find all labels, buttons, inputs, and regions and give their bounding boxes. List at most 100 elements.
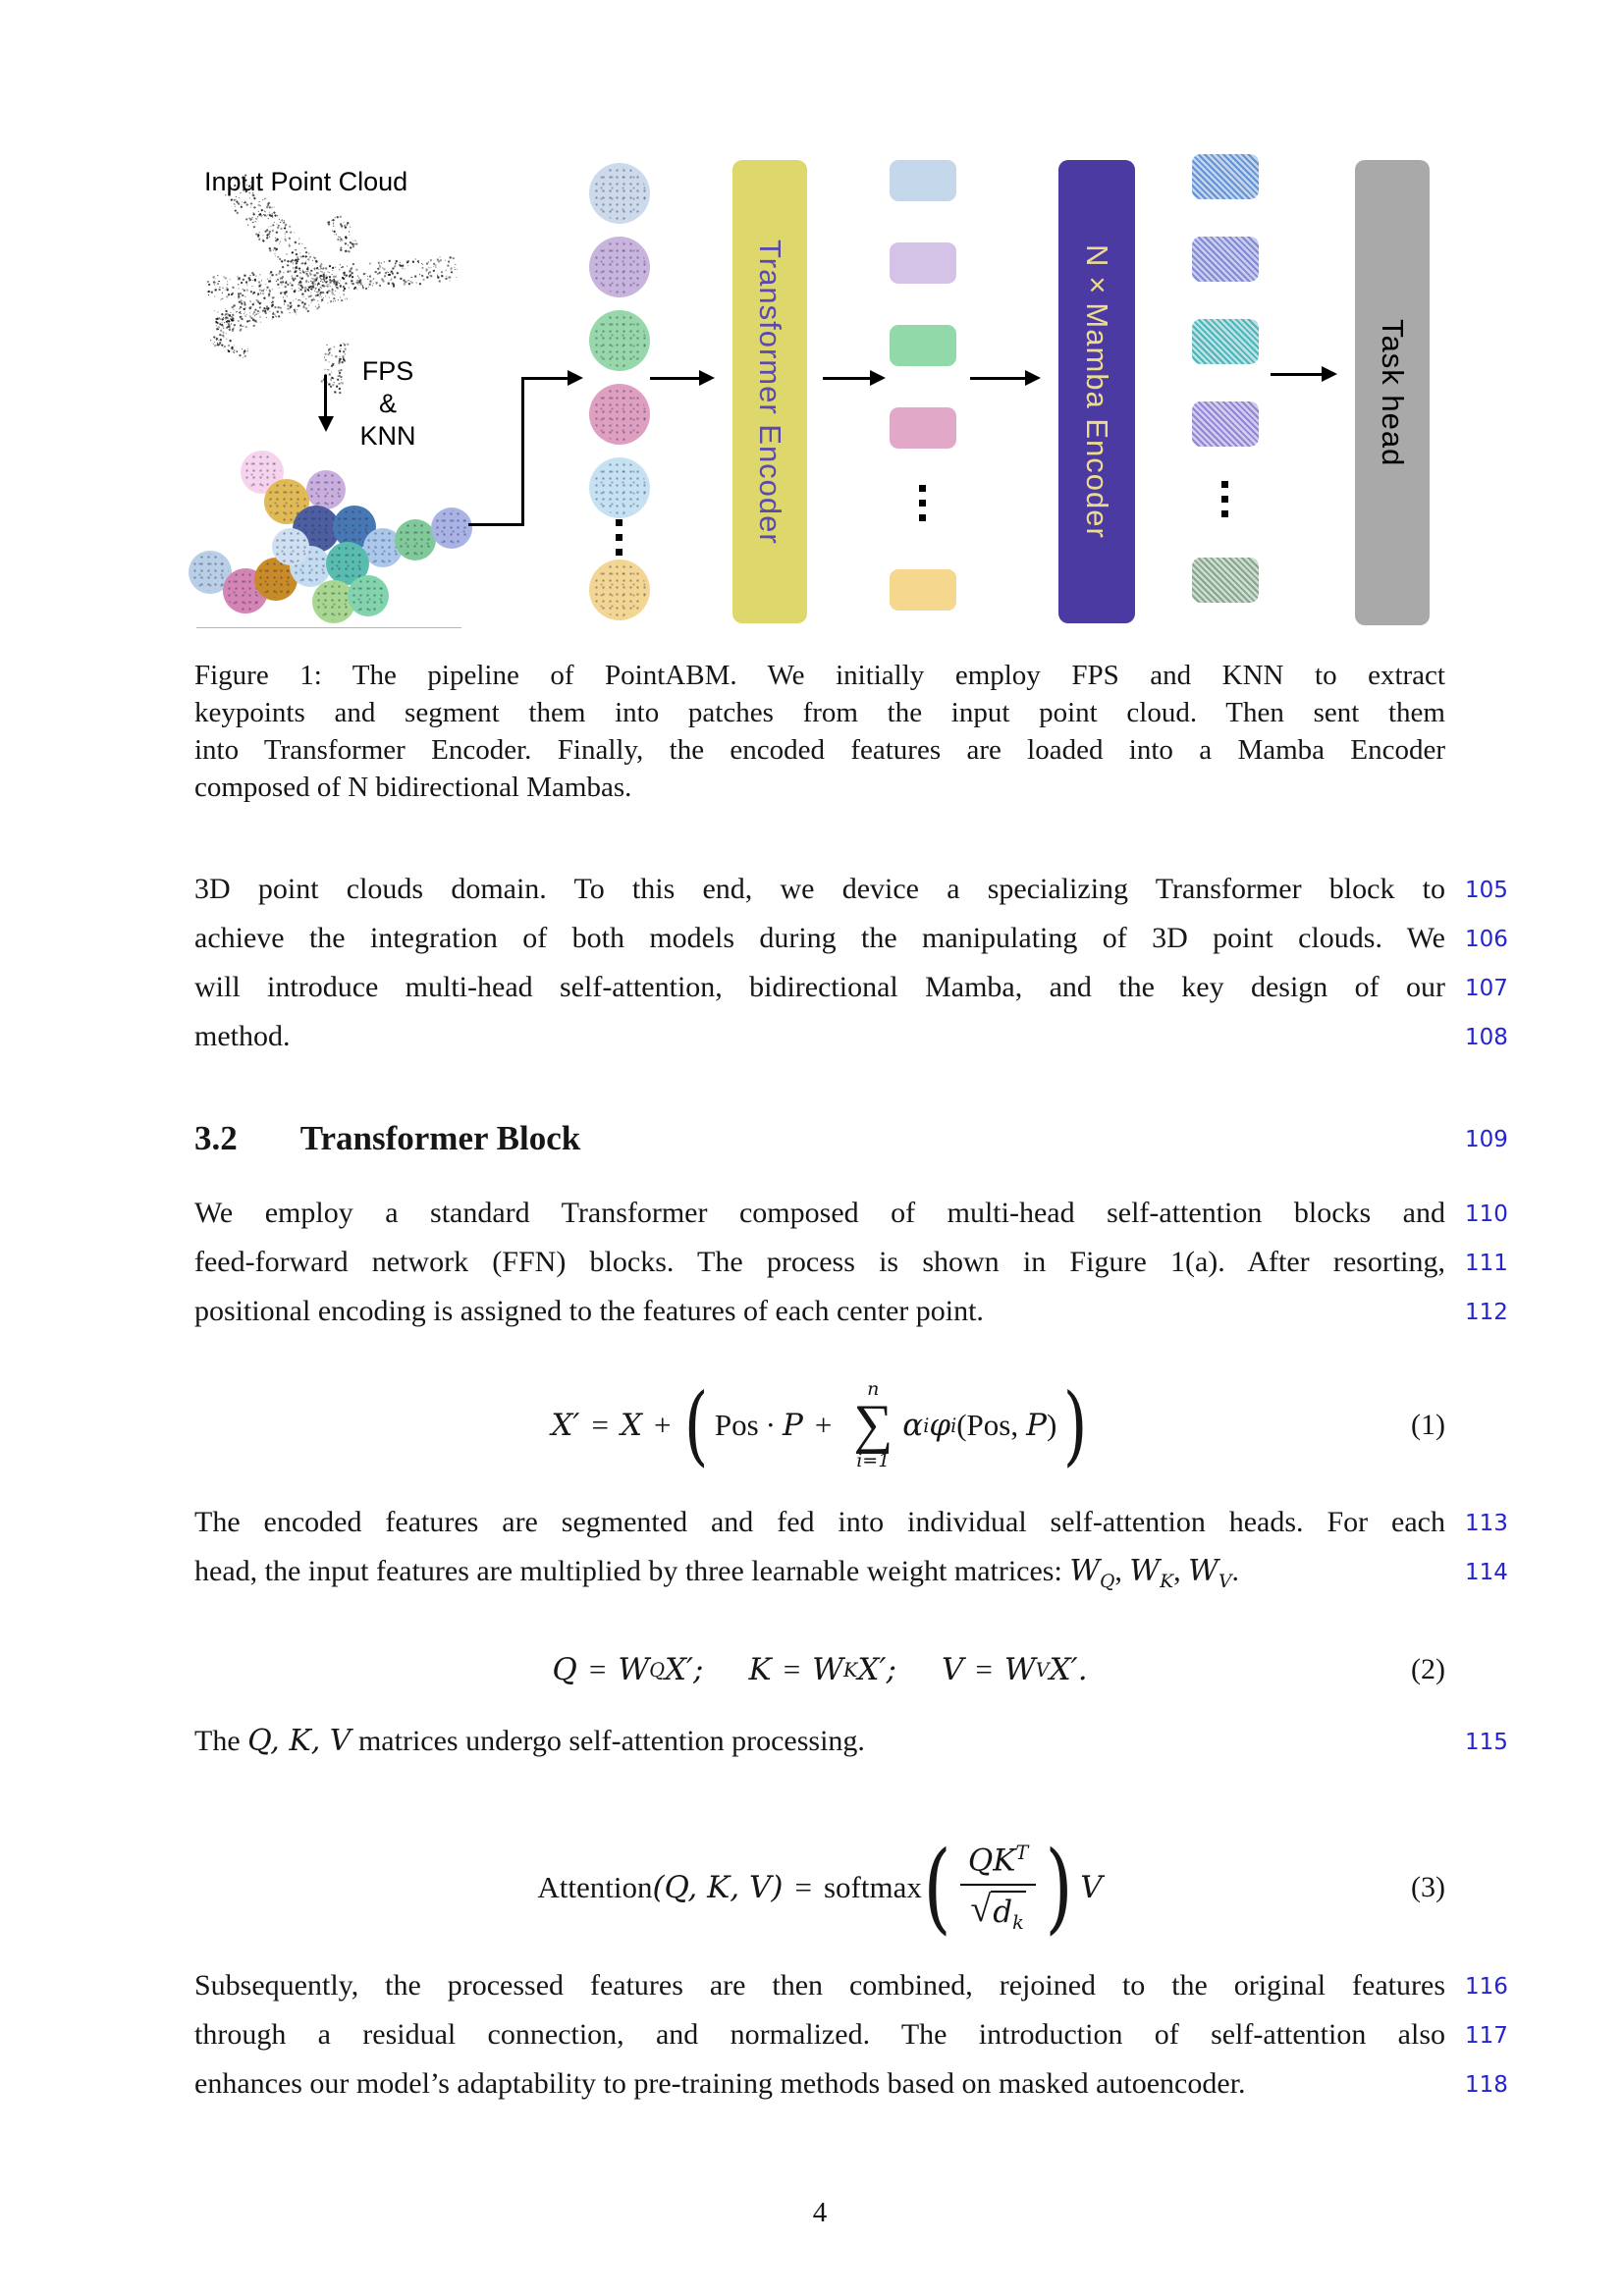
eq2-x: X′; (857, 1652, 896, 1687)
segmented-patch (306, 470, 346, 509)
eq3-d: d (993, 1895, 1012, 1930)
eq3-attention: Attention (537, 1870, 652, 1905)
math-w-sub: V (1218, 1572, 1231, 1592)
eq2-number: (2) (1411, 1653, 1445, 1686)
eq2-w: W (1004, 1652, 1036, 1687)
eq3-equals: = (794, 1870, 811, 1905)
patch-token (589, 237, 650, 297)
eq3-transpose: T (1015, 1842, 1028, 1864)
eq1-sum-lower: i=1 (856, 1452, 890, 1470)
paragraph-1: 3D point clouds domain. To this end, we … (194, 865, 1445, 1061)
arrow2-head-icon (699, 370, 715, 386)
mamba-output-token (1192, 237, 1259, 282)
body-line: Subsequently, the processed features are… (194, 1961, 1445, 2010)
eq1-pos: Pos (715, 1408, 759, 1443)
arrow4-head-icon (1025, 370, 1041, 386)
ellipsis-dots-icon (616, 519, 623, 563)
body-line: achieve the integration of both models d… (194, 914, 1445, 963)
mamba-encoder-box: N×Mamba Encoder (1058, 160, 1135, 623)
eq1-equals: = (591, 1408, 608, 1443)
eq3-right-paren: ) (1046, 1839, 1073, 1937)
math-w: W (1069, 1554, 1100, 1588)
eq3-qk: QK (968, 1843, 1016, 1879)
mamba-output-token (1192, 319, 1259, 364)
line-number: 113 (1465, 1511, 1508, 1536)
caption-line: into Transformer Encoder. Finally, the e… (194, 731, 1445, 769)
feature-token (890, 407, 956, 449)
math-w: W (1188, 1554, 1218, 1588)
elbow-horizontal-segment (468, 523, 524, 526)
line-number: 118 (1465, 2072, 1508, 2098)
feature-token (890, 242, 956, 284)
elbow-vertical-segment (521, 378, 524, 526)
line-number: 111 (1465, 1251, 1508, 1276)
feature-token (890, 325, 956, 366)
segmented-patch (395, 519, 436, 561)
page-number: 4 (194, 2197, 1445, 2229)
body-line: 3D point clouds domain. To this end, we … (194, 865, 1445, 914)
eq3-number: (3) (1411, 1871, 1445, 1904)
segmented-patch (272, 528, 309, 565)
eq1-number: (1) (1411, 1409, 1445, 1442)
ellipsis-dots-icon (919, 485, 926, 529)
body-text: The (194, 1725, 247, 1757)
body-line: We employ a standard Transformer compose… (194, 1189, 1445, 1238)
body-line: enhances our model’s adaptability to pre… (194, 2059, 1445, 2109)
mamba-output-token (1192, 154, 1259, 199)
body-line-with-math: head, the input features are multiplied … (194, 1547, 1445, 1607)
feature-token (890, 569, 956, 611)
line-number: 117 (1465, 2023, 1508, 2049)
arrow3-shaft (823, 377, 872, 380)
eq2-equals: = (784, 1652, 800, 1687)
math-sep: , (1114, 1555, 1129, 1587)
line-number: 106 (1465, 927, 1508, 952)
section-title: Transformer Block (300, 1119, 580, 1157)
patch-token (589, 457, 650, 518)
math-qkv: Q, K, V (247, 1724, 351, 1758)
math-w-sub: Q (1100, 1572, 1114, 1592)
paragraph-4: The Q, K, V matrices undergo self-attent… (194, 1717, 1445, 1766)
body-line: will introduce multi-head self-attention… (194, 963, 1445, 1012)
patch-token (589, 560, 650, 620)
eq2-x: X′. (1050, 1652, 1088, 1687)
eq2-q: Q (552, 1652, 576, 1687)
equation-1: X′ = X + ( Pos · P + n ∑ i=1 αiφi (Pos, … (194, 1370, 1445, 1480)
eq1-args-close: ) (1047, 1408, 1056, 1443)
eq1-summation: n ∑ i=1 (853, 1380, 893, 1469)
mamba-encoder-label: N×Mamba Encoder (1079, 244, 1114, 539)
eq1-args-p: P (1026, 1408, 1047, 1443)
arrow5-head-icon (1322, 366, 1337, 382)
patch-token (589, 163, 650, 224)
line-number: 108 (1465, 1025, 1508, 1050)
eq3-d-sub: k (1012, 1911, 1024, 1934)
eq3-fraction: QKT √dk (958, 1842, 1038, 1934)
patch-token (589, 384, 650, 445)
eq3-sqrt-icon: √ (970, 1891, 991, 1928)
eq1-args-open: (Pos, (956, 1408, 1018, 1443)
transformer-encoder-label: Transformer Encoder (752, 240, 787, 545)
line-number: 112 (1465, 1300, 1508, 1325)
task-head-box: Task head (1355, 160, 1430, 625)
arrow3-head-icon (870, 370, 886, 386)
math-w-sub: K (1160, 1572, 1173, 1592)
eq2-k: K (749, 1652, 772, 1687)
line-number: 105 (1465, 878, 1508, 903)
line-number: 116 (1465, 1974, 1508, 2000)
segmented-patch (431, 507, 472, 549)
eq2-x: X′; (665, 1652, 704, 1687)
paragraph-2: We employ a standard Transformer compose… (194, 1189, 1445, 1336)
caption-line: Figure 1: The pipeline of PointABM. We i… (194, 657, 1445, 694)
eq2-w: W (812, 1652, 843, 1687)
body-line-with-math: The Q, K, V matrices undergo self-attent… (194, 1717, 1445, 1766)
eq1-right-paren: ) (1063, 1382, 1088, 1468)
patch-token (589, 310, 650, 371)
line-number: 107 (1465, 976, 1508, 1001)
body-line: positional encoding is assigned to the f… (194, 1287, 1445, 1336)
eq2-equals: = (975, 1652, 992, 1687)
eq3-left-paren: ( (923, 1839, 950, 1937)
mamba-output-token (1192, 401, 1259, 447)
eq1-lhs: X′ (551, 1408, 579, 1443)
mamba-output-token (1192, 558, 1259, 603)
eq2-w-sub: K (843, 1659, 857, 1682)
